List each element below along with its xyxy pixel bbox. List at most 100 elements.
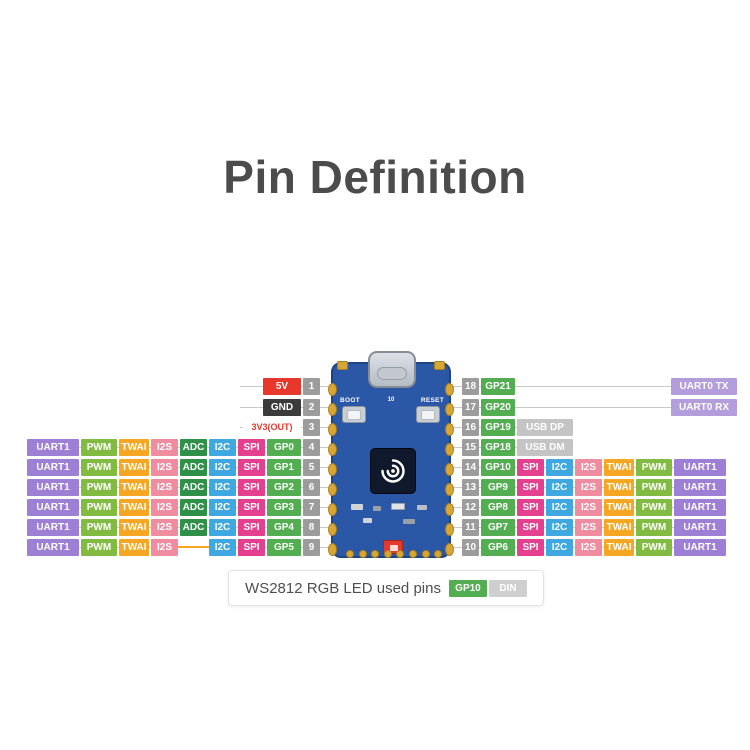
led-glint: [390, 545, 398, 551]
function-tag-spi: SPI: [238, 458, 265, 476]
function-tag-i2s: I2S: [575, 499, 602, 516]
function-tag-uart1: UART1: [27, 539, 79, 557]
usb-c-connector: [368, 351, 416, 388]
function-tag-i2s: I2S: [151, 539, 178, 557]
function-tag-i2s: I2S: [151, 438, 178, 456]
pin-number: 5: [303, 458, 320, 476]
pin-number: 6: [303, 478, 320, 496]
boot-silkscreen-label: BOOT: [340, 397, 360, 404]
castellation-pad: [328, 402, 337, 416]
castellation-pad: [445, 382, 454, 396]
bottom-pad: [371, 550, 380, 558]
castellation-pad: [445, 402, 454, 416]
function-tag-twai: TWAI: [604, 458, 634, 476]
pin-number: 17: [462, 398, 479, 416]
function-tag-adc: ADC: [180, 499, 207, 516]
function-tag-twai: TWAI: [604, 478, 634, 496]
legend-pin-gp10: GP10: [448, 579, 487, 597]
function-tag-spi: SPI: [238, 499, 265, 516]
castellation-pad: [445, 442, 454, 456]
function-tag-uart1: UART1: [27, 458, 79, 476]
gpio-tag-gp18: GP18: [481, 438, 515, 456]
usb-signal-tag: USB DP: [517, 418, 573, 436]
castellation-pad: [445, 422, 454, 436]
function-tag-spi: SPI: [517, 499, 544, 516]
castellation-pad: [328, 483, 337, 496]
gpio-tag-gp5: GP5: [267, 539, 301, 557]
function-tag-spi: SPI: [238, 438, 265, 456]
function-tag-twai: TWAI: [604, 499, 634, 516]
function-tag-twai: TWAI: [119, 519, 149, 537]
function-tag-pwm: PWM: [636, 458, 672, 476]
function-tag-pwm: PWM: [636, 519, 672, 537]
function-tag-pwm: PWM: [81, 499, 117, 516]
bottom-pad: [421, 550, 430, 558]
castellation-pad: [328, 523, 337, 537]
pin-number: 7: [303, 499, 320, 516]
gpio-tag-gp1: GP1: [267, 458, 301, 476]
reset-silkscreen-label: RESET: [420, 397, 444, 404]
function-tag-i2c: I2C: [209, 519, 236, 537]
function-tag-i2c: I2C: [546, 539, 573, 557]
function-tag-i2s: I2S: [575, 478, 602, 496]
gpio-tag-gp2: GP2: [267, 478, 301, 496]
castellation-pad: [328, 442, 337, 456]
corner-pad: [434, 361, 445, 370]
function-tag-uart1: UART1: [27, 519, 79, 537]
function-tag-i2c: I2C: [546, 478, 573, 496]
function-tag-pwm: PWM: [636, 499, 672, 516]
page-title: Pin Definition: [223, 151, 527, 203]
mcu-board: BOOT 10 RESET: [328, 351, 454, 558]
function-tag-spi: SPI: [517, 478, 544, 496]
castellation-pad: [445, 523, 454, 537]
pin-number: 13: [462, 478, 479, 496]
function-tag-uart1: UART1: [27, 499, 79, 516]
function-tag-uart1: UART1: [674, 458, 726, 476]
castellation-pad: [328, 382, 337, 396]
function-tag-uart1: UART1: [674, 539, 726, 557]
castellation-pad: [328, 503, 337, 517]
function-tag-pwm: PWM: [636, 539, 672, 557]
function-tag-pwm: PWM: [81, 539, 117, 557]
smd-component: [391, 503, 405, 510]
missing-function-gap: [178, 539, 209, 556]
pin-number: 10: [462, 539, 479, 557]
bottom-pad: [396, 550, 405, 558]
function-tag-uart1: UART1: [674, 519, 726, 537]
gpio-tag-gp8: GP8: [481, 499, 515, 516]
function-tag-spi: SPI: [517, 519, 544, 537]
bottom-pad: [434, 550, 443, 558]
power-tag-gnd: GND: [263, 398, 301, 416]
function-tag-i2c: I2C: [209, 499, 236, 516]
bottom-pad: [346, 550, 354, 558]
function-tag-i2s: I2S: [575, 519, 602, 537]
gpio-tag-gp20: GP20: [481, 398, 515, 416]
gpio-tag-gp6: GP6: [481, 539, 515, 557]
function-tag-twai: TWAI: [119, 478, 149, 496]
gpio-tag-gp9: GP9: [481, 478, 515, 496]
function-tag-i2c: I2C: [546, 499, 573, 516]
pin-number: 1: [303, 378, 320, 396]
legend-pin-din: DIN: [488, 579, 527, 597]
boot-button-cap: [347, 410, 361, 420]
function-tag-pwm: PWM: [81, 519, 117, 537]
espressif-logo-icon: [381, 459, 405, 483]
castellation-pad: [328, 543, 337, 557]
pin-number: 15: [462, 438, 479, 456]
function-tag-adc: ADC: [180, 458, 207, 476]
function-tag-i2c: I2C: [209, 438, 236, 456]
function-tag-i2c: I2C: [546, 519, 573, 537]
function-tag-uart1: UART1: [674, 499, 726, 516]
